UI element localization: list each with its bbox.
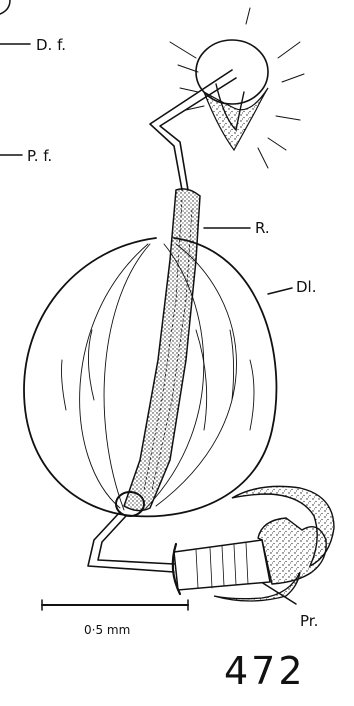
dl-leader [268, 288, 292, 294]
label-df: D. f. [36, 36, 66, 54]
corner-mark [0, 0, 10, 14]
dorsal-funnel [196, 40, 268, 150]
scale-bar: 0·5 mm [42, 600, 188, 637]
figure-number: 472 [224, 649, 306, 693]
proboscis [173, 486, 334, 601]
rectum [124, 189, 200, 511]
label-dl: Dl. [296, 278, 317, 296]
label-pr: Pr. [300, 612, 318, 630]
label-r: R. [255, 219, 270, 237]
label-pf: P. f. [27, 147, 52, 165]
scale-bar-label: 0·5 mm [84, 623, 130, 637]
